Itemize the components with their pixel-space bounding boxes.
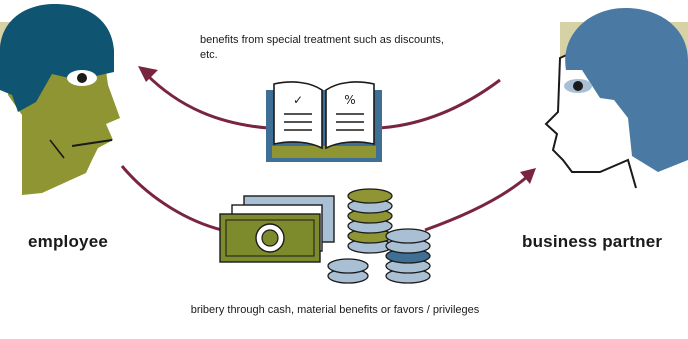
employee-head xyxy=(0,4,120,195)
coin-stack-back xyxy=(347,188,393,254)
bribery-arrow xyxy=(120,165,536,232)
book-left-mark: ✓ xyxy=(293,93,303,107)
bribery-caption: bribery through cash, material benefits … xyxy=(190,304,480,316)
employee-label: employee xyxy=(28,232,109,251)
book-right-mark: % xyxy=(344,93,355,107)
coin-stack-right xyxy=(385,228,431,284)
book-icon: ✓ % xyxy=(266,81,382,162)
coin-stack-front xyxy=(327,258,369,284)
business-partner-label: business partner xyxy=(522,232,663,251)
business-partner-head xyxy=(544,8,688,189)
coin-stack-icon xyxy=(327,188,431,284)
benefit-caption: benefits from special treatment such as … xyxy=(200,34,444,61)
benefit-arrow xyxy=(138,66,501,130)
banknote-icon xyxy=(219,195,335,263)
